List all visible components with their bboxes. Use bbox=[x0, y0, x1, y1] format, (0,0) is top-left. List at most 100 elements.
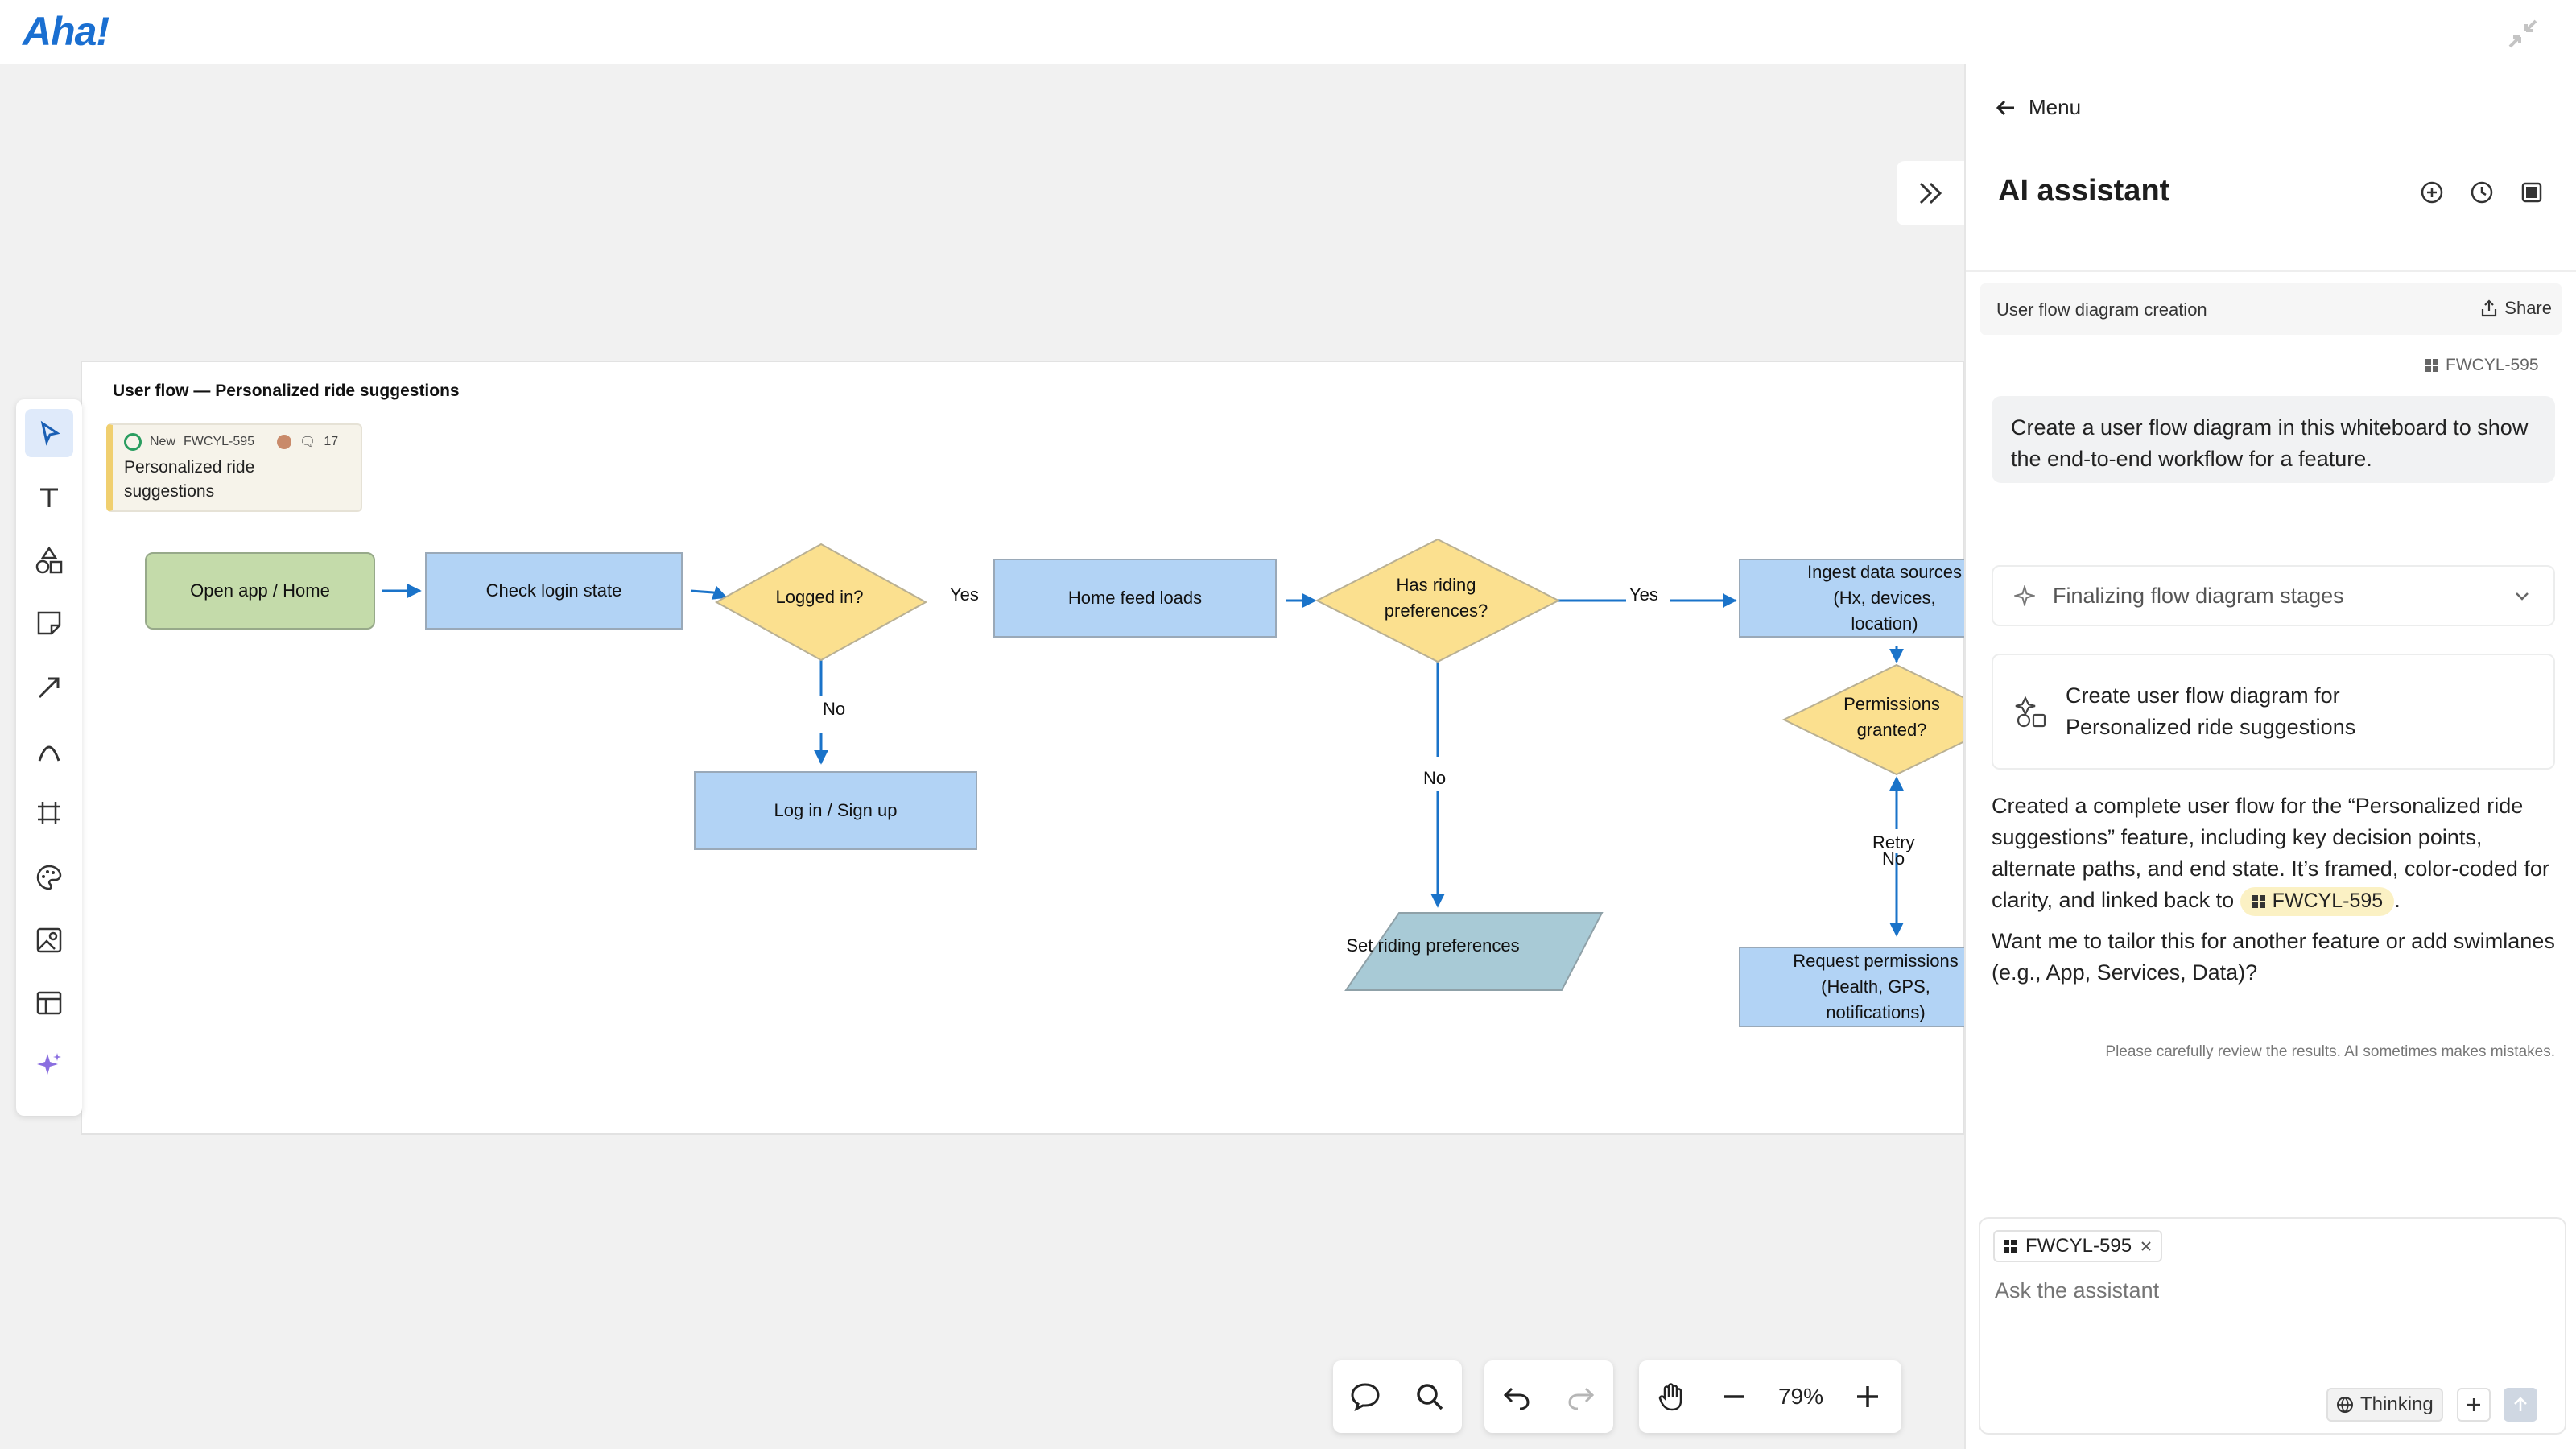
sparkle-icon bbox=[37, 1053, 61, 1075]
answer-text-end: . bbox=[2394, 888, 2401, 912]
node-set-prefs[interactable]: Set riding preferences bbox=[1346, 935, 1520, 956]
search-button[interactable] bbox=[1397, 1360, 1462, 1433]
pill-label: FWCYL-595 bbox=[2272, 890, 2384, 913]
palette-tool[interactable] bbox=[25, 853, 73, 902]
edge-label-yes: Yes bbox=[1626, 584, 1662, 605]
node-logged-in[interactable]: Logged in? bbox=[775, 587, 864, 607]
user-message: Create a user flow diagram in this white… bbox=[1992, 396, 2555, 483]
redo-button[interactable] bbox=[1549, 1360, 1613, 1433]
comment-button[interactable] bbox=[1333, 1360, 1397, 1433]
aha-logo[interactable]: Aha! bbox=[23, 9, 109, 54]
answer-text: Created a complete user flow for the “Pe… bbox=[1992, 794, 2549, 912]
status-text: Finalizing flow diagram stages bbox=[2053, 583, 2344, 608]
dock-button[interactable] bbox=[2516, 177, 2547, 208]
zoom-in-button[interactable] bbox=[1837, 1360, 1898, 1433]
node-open-app[interactable]: Open app / Home bbox=[145, 552, 375, 630]
arrow-up-icon bbox=[2514, 1397, 2527, 1411]
card-status: New bbox=[150, 435, 176, 448]
sticky-note-icon bbox=[37, 611, 61, 635]
panel-icon bbox=[2521, 182, 2542, 203]
comment-icon bbox=[1351, 1383, 1380, 1411]
zoom-out-button[interactable] bbox=[1703, 1360, 1765, 1433]
tool-palette bbox=[16, 399, 82, 1116]
chevron-down-icon bbox=[2516, 592, 2529, 601]
attach-button[interactable] bbox=[2457, 1388, 2491, 1422]
pan-button[interactable] bbox=[1639, 1360, 1703, 1433]
chat-input[interactable] bbox=[1995, 1278, 2542, 1303]
pen-tool[interactable] bbox=[25, 726, 73, 774]
undo-button[interactable] bbox=[1484, 1360, 1549, 1433]
status-toggle[interactable]: Finalizing flow diagram stages bbox=[1992, 565, 2555, 626]
image-tool[interactable] bbox=[25, 916, 73, 964]
top-bar: Aha! bbox=[0, 0, 2576, 64]
edge-label-no: No bbox=[1420, 768, 1450, 789]
context-record-tag[interactable]: FWCYL-595 bbox=[2425, 356, 2539, 375]
ai-assistant-panel: Menu AI assistant User flow diagram crea… bbox=[1964, 64, 2576, 1449]
node-permissions[interactable]: Permissions granted? bbox=[1843, 694, 1940, 740]
globe-icon bbox=[2337, 1397, 2353, 1414]
node-request-perm-label: Request permissions (Health, GPS, notifi… bbox=[1793, 951, 1959, 1022]
card-comments: 17 bbox=[324, 435, 339, 448]
text-icon bbox=[40, 488, 58, 507]
sparkle-icon bbox=[2014, 585, 2035, 606]
search-icon bbox=[1417, 1384, 1443, 1410]
template-tool[interactable] bbox=[25, 979, 73, 1027]
feature-card[interactable]: New FWCYL-595 🗨 17 Personalized ride sug… bbox=[106, 423, 362, 512]
shapes-icon bbox=[35, 546, 63, 574]
share-label: Share bbox=[2504, 298, 2552, 318]
node-home-feed[interactable]: Home feed loads bbox=[993, 559, 1277, 638]
send-button[interactable] bbox=[2504, 1388, 2537, 1422]
card-ref: FWCYL-595 bbox=[184, 435, 255, 448]
flow-frame[interactable] bbox=[80, 361, 1964, 1135]
arrow-left-icon bbox=[1996, 100, 2014, 115]
node-request-perm[interactable]: Request permissions (Health, GPS, notifi… bbox=[1739, 947, 1966, 1027]
action-text: Create user flow diagram for Personalize… bbox=[2066, 683, 2356, 739]
grid-icon bbox=[2252, 894, 2265, 908]
disclaimer: Please carefully review the results. AI … bbox=[2105, 1043, 2555, 1060]
new-chat-button[interactable] bbox=[2417, 177, 2447, 208]
zoom-group: 79% bbox=[1639, 1360, 1901, 1433]
history-button[interactable] bbox=[2467, 177, 2497, 208]
share-button[interactable]: Share bbox=[2480, 298, 2552, 319]
menu-back-link[interactable]: Menu bbox=[1995, 95, 2081, 120]
pointer-icon bbox=[40, 420, 60, 446]
action-card[interactable]: Create user flow diagram for Personalize… bbox=[1992, 654, 2555, 770]
node-has-prefs[interactable]: Has riding preferences? bbox=[1384, 575, 1488, 621]
plus-icon bbox=[2467, 1398, 2480, 1411]
expand-panel-button[interactable] bbox=[1897, 161, 1964, 225]
parallelogram-set-prefs bbox=[1344, 912, 1604, 991]
thinking-toggle[interactable]: Thinking bbox=[2326, 1388, 2443, 1422]
collapse-icon[interactable] bbox=[2504, 14, 2542, 53]
undo-icon bbox=[1503, 1387, 1530, 1410]
input-context-tag[interactable]: FWCYL-595 bbox=[1993, 1230, 2163, 1262]
arrow-icon bbox=[38, 677, 60, 699]
status-icon bbox=[124, 433, 142, 451]
template-icon bbox=[36, 991, 62, 1015]
connector-tool[interactable] bbox=[25, 663, 73, 712]
diamond-logged-in bbox=[714, 543, 928, 662]
ai-tool[interactable] bbox=[25, 1040, 73, 1088]
edge-check-to-logged bbox=[690, 585, 728, 600]
chat-input-box[interactable]: FWCYL-595 Thinking bbox=[1979, 1217, 2566, 1435]
frame-tool[interactable] bbox=[25, 789, 73, 837]
edge-label-no: No bbox=[819, 699, 849, 720]
edge-label-no: No bbox=[1882, 848, 1905, 869]
node-check-login[interactable]: Check login state bbox=[425, 552, 683, 630]
pen-icon bbox=[38, 745, 60, 762]
node-ingest-label: Ingest data sources (Hx, devices, locati… bbox=[1806, 562, 1962, 634]
grid-icon bbox=[2004, 1240, 2017, 1253]
node-login-signup[interactable]: Log in / Sign up bbox=[694, 771, 977, 850]
chat-name: User flow diagram creation bbox=[1996, 299, 2207, 320]
image-icon bbox=[36, 927, 62, 953]
select-tool[interactable] bbox=[25, 409, 73, 457]
shapes-tool[interactable] bbox=[25, 536, 73, 584]
comment-icon: 🗨 bbox=[299, 436, 316, 449]
text-tool[interactable] bbox=[25, 473, 73, 522]
minus-icon bbox=[1724, 1395, 1744, 1398]
zoom-level[interactable]: 79% bbox=[1777, 1384, 1824, 1409]
plus-icon bbox=[1857, 1386, 1878, 1407]
sticky-note-tool[interactable] bbox=[25, 599, 73, 647]
record-link-pill[interactable]: FWCYL-595 bbox=[2240, 886, 2395, 916]
node-ingest[interactable]: Ingest data sources (Hx, devices, locati… bbox=[1739, 559, 1966, 638]
input-tag-label: FWCYL-595 bbox=[2025, 1235, 2132, 1257]
